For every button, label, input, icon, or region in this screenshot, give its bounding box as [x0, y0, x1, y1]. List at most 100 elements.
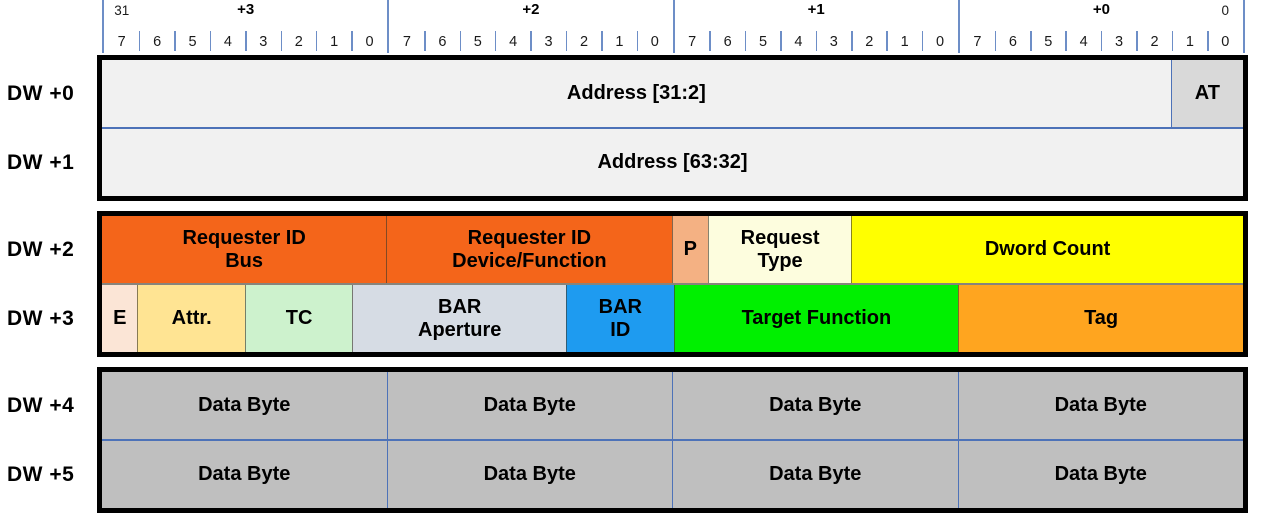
field-address-63-32: Address [63:32] — [102, 129, 1243, 196]
field-label-at: AT — [1194, 82, 1220, 105]
bit-number: 7 — [389, 20, 424, 53]
bit-number: 3 — [815, 20, 851, 53]
byte-offset-label: +3 — [237, 1, 255, 18]
dword-row: Address [63:32] — [102, 127, 1243, 196]
bit-number: 3 — [245, 20, 281, 53]
bit-number-label: 2 — [294, 34, 303, 50]
field-tc: TC — [244, 285, 353, 352]
bit-number-label: 6 — [1008, 34, 1017, 50]
field-data-byte-2: Data Byte — [386, 441, 672, 508]
bit-number-label: 2 — [579, 34, 589, 50]
field-label-p: P — [683, 238, 697, 261]
field-p: P — [671, 216, 709, 283]
bit-number: 4 — [780, 20, 816, 53]
field-dword-count: Dword Count — [851, 216, 1243, 283]
bit-number-label: 7 — [402, 34, 411, 50]
bit-number-label: 7 — [688, 34, 697, 50]
row-label: DW +4 — [7, 393, 75, 417]
bit-number-label: 1 — [330, 34, 339, 50]
msb-31-label: 31 — [114, 3, 130, 18]
bit-number-label: 7 — [973, 34, 982, 50]
field-label-data-byte-3: Data Byte — [198, 394, 291, 417]
bit-number: 7 — [960, 20, 995, 53]
field-label-requester-id-bus: Requester ID Bus — [182, 227, 306, 272]
bit-number-label: 5 — [1044, 34, 1053, 50]
bit-number: 5 — [174, 20, 210, 53]
field-request-type: Request Type — [708, 216, 852, 283]
field-label-data-byte-3: Data Byte — [198, 463, 291, 486]
bit-number: 2 — [851, 20, 887, 53]
bit-number-label: 0 — [650, 34, 659, 50]
field-requester-id-device-function: Requester ID Device/Function — [386, 216, 672, 283]
field-label-requester-id-device-function: Requester ID Device/Function — [452, 227, 607, 272]
dword-row: Data Byte Data Byte Data Byte Data Byte — [102, 372, 1243, 439]
bit-number-label: 5 — [758, 34, 768, 50]
bit-number-label: 5 — [188, 34, 197, 50]
bit-number-label: 4 — [1079, 34, 1088, 50]
row-label: DW +0 — [7, 81, 75, 105]
field-data-byte-1: Data Byte — [672, 372, 958, 439]
bit-number-label: 5 — [473, 34, 482, 50]
bit-number: 4 — [1065, 20, 1101, 53]
field-data-byte-1: Data Byte — [672, 441, 958, 508]
field-label-data-byte-0: Data Byte — [1054, 394, 1147, 417]
field-address-31-2: Address [31:2] — [102, 60, 1171, 127]
row-label: DW +5 — [7, 462, 75, 486]
field-bar-aperture: BAR Aperture — [352, 285, 567, 352]
bit-number: 3 — [530, 20, 566, 53]
field-label-dword-count: Dword Count — [984, 238, 1111, 261]
field-label-bar-id: BAR ID — [598, 296, 642, 341]
field-label-data-byte-1: Data Byte — [769, 394, 862, 417]
lsb-0-label: 0 — [1221, 3, 1230, 18]
field-data-byte-3: Data Byte — [102, 372, 387, 439]
bit-number: 6 — [424, 20, 460, 53]
bit-number: 2 — [565, 20, 601, 53]
field-label-data-byte-2: Data Byte — [483, 463, 576, 486]
bit-number: 4 — [494, 20, 530, 53]
bit-number: 5 — [744, 20, 780, 53]
dword-row: Address [31:2] AT — [102, 60, 1243, 127]
field-e: E — [102, 285, 138, 352]
bit-number: 6 — [138, 20, 174, 53]
bit-number-label: 7 — [117, 34, 126, 50]
field-data-byte-2: Data Byte — [386, 372, 672, 439]
field-label-address-31-2: Address [31:2] — [566, 82, 706, 105]
bit-number-label: 0 — [936, 34, 945, 50]
field-label-attr: Attr. — [171, 307, 212, 330]
field-label-target-function: Target Function — [741, 307, 892, 330]
bit-number-label: 1 — [900, 34, 909, 50]
bit-number-label: 4 — [509, 34, 518, 50]
field-attr: Attr. — [137, 285, 245, 352]
bit-number-label: 4 — [794, 34, 803, 50]
field-label-bar-aperture: BAR Aperture — [418, 296, 502, 341]
bit-number: 1 — [315, 20, 351, 53]
field-data-byte-0: Data Byte — [957, 372, 1243, 439]
bit-number-label: 3 — [544, 34, 553, 50]
bit-number: 2 — [280, 20, 316, 53]
bit-number: 0 — [636, 20, 672, 53]
field-label-request-type: Request Type — [740, 227, 820, 272]
bit-number: 0 — [351, 20, 387, 53]
bit-number-label: 6 — [153, 34, 162, 50]
field-label-data-byte-1: Data Byte — [769, 463, 862, 486]
dword-row: Requester ID Bus Requester ID Device/Func… — [102, 216, 1243, 283]
field-requester-id-bus: Requester ID Bus — [102, 216, 387, 283]
bit-number-label: 6 — [438, 34, 447, 50]
bit-number: 1 — [886, 20, 922, 53]
field-label-tc: TC — [285, 307, 313, 330]
bit-number-label: 1 — [1185, 34, 1194, 50]
field-label-e: E — [113, 307, 127, 330]
field-data-byte-3: Data Byte — [102, 441, 387, 508]
